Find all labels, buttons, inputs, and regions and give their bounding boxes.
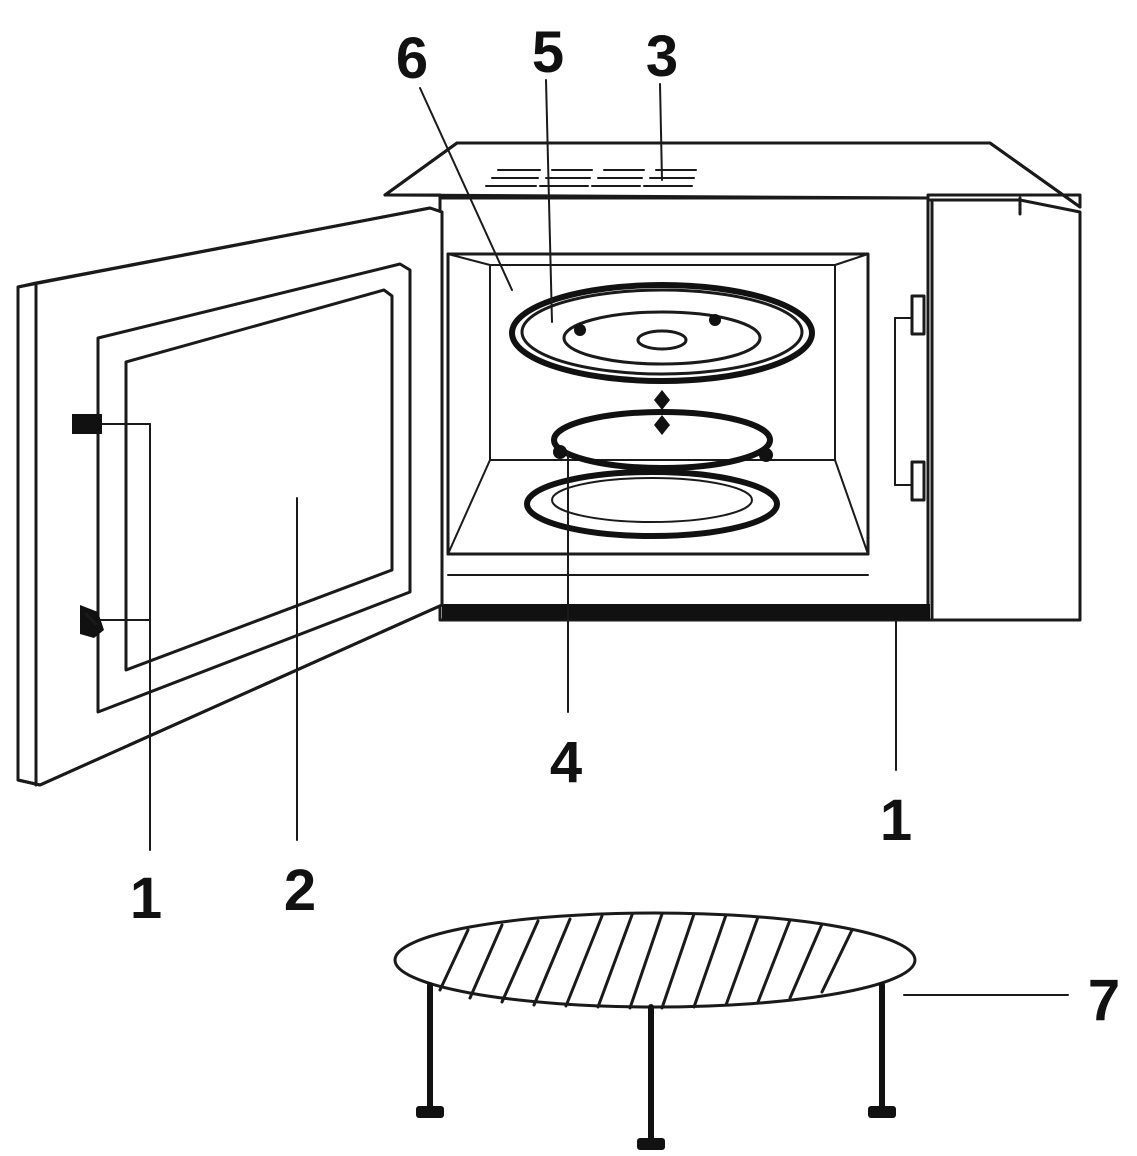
callout-right-latch: 1 [880, 788, 912, 853]
callout-cavity: 6 [396, 26, 428, 91]
callout-control-panel: 3 [646, 24, 678, 89]
door-latch-top [72, 414, 102, 434]
callout-door-latch: 1 [130, 866, 162, 931]
bottom-lip [442, 604, 930, 620]
callout-turntable: 5 [532, 20, 564, 85]
oven-body [383, 141, 1082, 622]
roller-ring [551, 390, 773, 471]
callout-door-window: 2 [284, 858, 316, 923]
grill-rack [393, 911, 917, 1150]
floor-track [524, 469, 780, 539]
callout-grill-rack: 7 [1088, 968, 1120, 1033]
callout-roller-ring: 4 [550, 730, 582, 795]
oven-door [16, 206, 444, 787]
leader-lines [99, 79, 1069, 996]
side-panel [926, 198, 1082, 622]
turntable [509, 282, 815, 384]
latch-holes [894, 294, 926, 502]
